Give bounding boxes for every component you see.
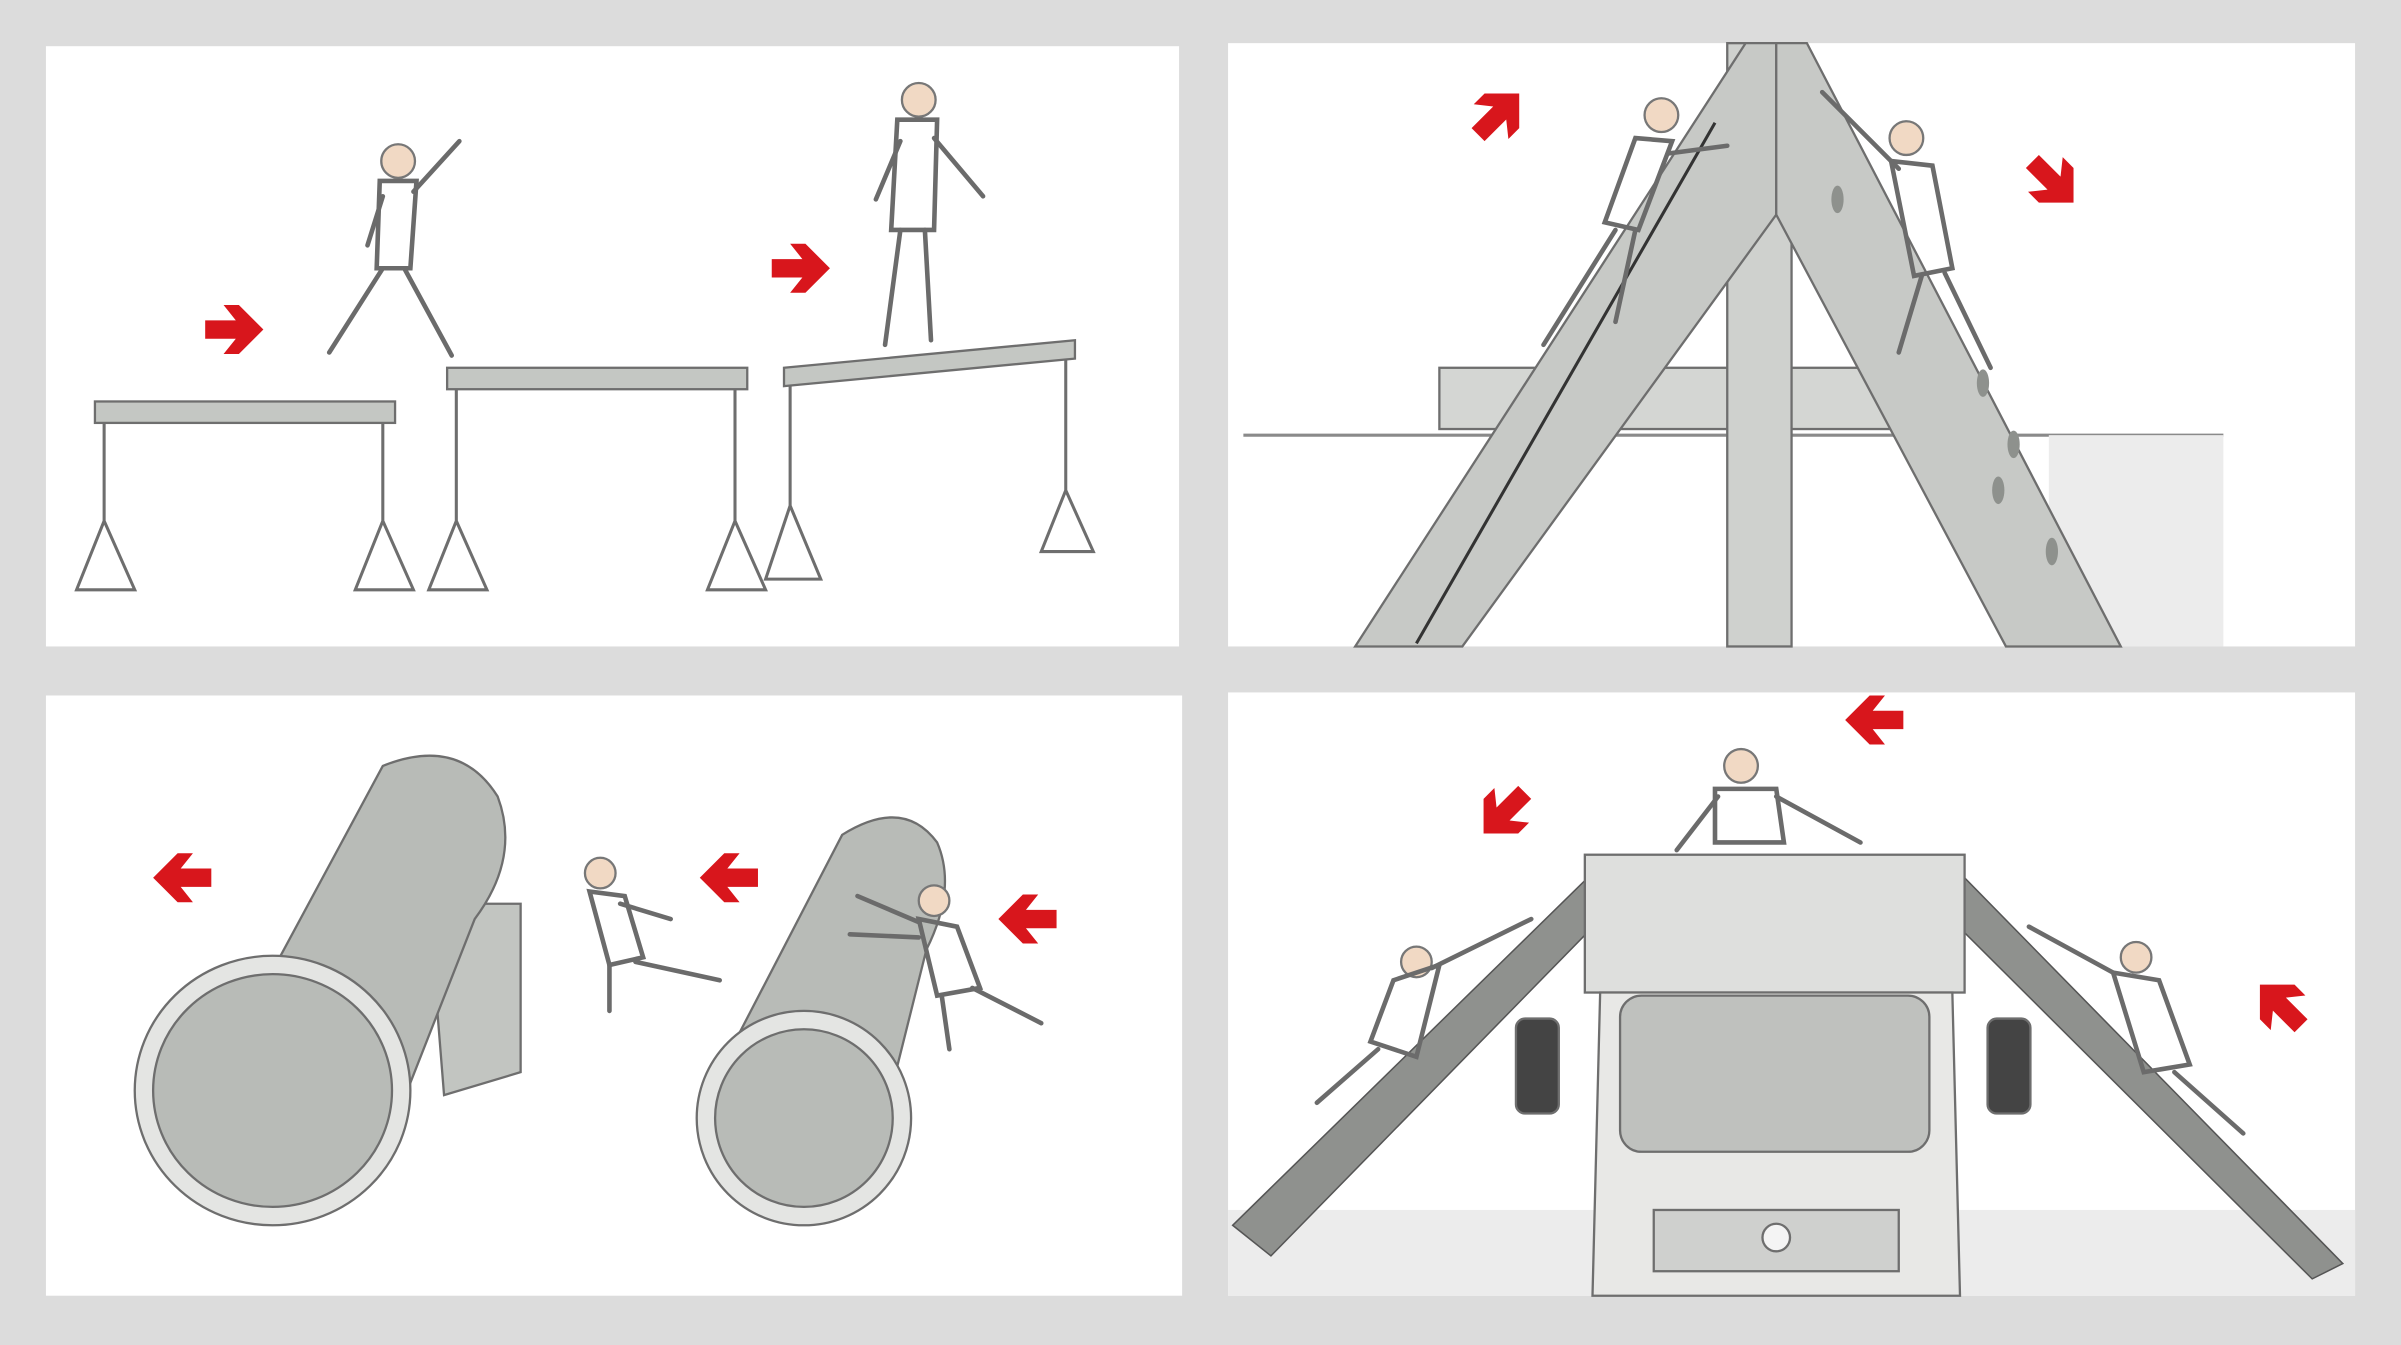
descender-figure: [1819, 89, 1993, 371]
panel-balance-beams: [45, 46, 1180, 647]
crawler-figure: [847, 884, 1044, 1052]
truck: [1514, 853, 2032, 1297]
beam-supports: [74, 358, 1096, 592]
beam: [93, 338, 1077, 425]
climber-figure: [1541, 97, 1730, 348]
small-pipe: [695, 816, 947, 1227]
rope: [1415, 122, 1717, 645]
large-pipe: [133, 754, 522, 1227]
walker-figure: [873, 81, 986, 348]
runner-figure: [583, 856, 722, 1014]
left-climber-figure: [1314, 916, 1534, 1106]
panel-pipe-crawl: [45, 695, 1183, 1296]
top-climber-figure: [1674, 747, 1863, 853]
panel-a-frame-climb: [1228, 42, 2356, 648]
panel-truck-climb: [1228, 692, 2356, 1297]
right-climber-figure: [2026, 924, 2246, 1136]
a-frame-right-wall: [1775, 42, 2123, 648]
runner-figure: [326, 138, 462, 358]
